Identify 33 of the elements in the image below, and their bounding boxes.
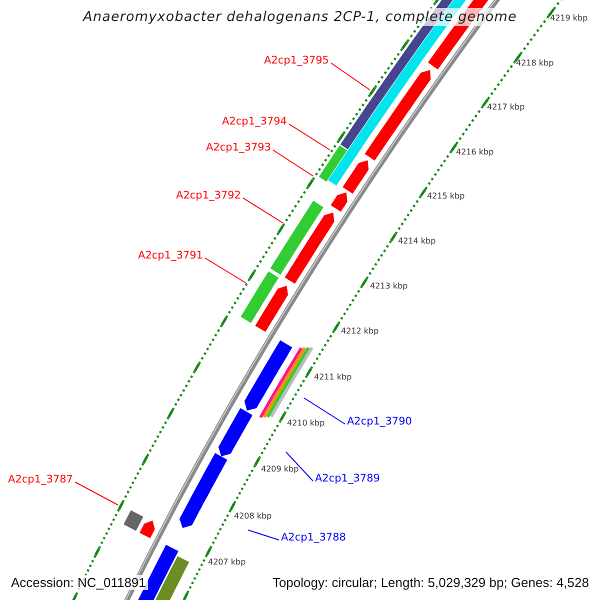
position-label: 4219 kbp	[550, 14, 588, 24]
position-label: 4211 kbp	[314, 374, 352, 382]
leader-line	[74, 482, 118, 506]
position-label: 4208 kbp	[234, 512, 272, 522]
gene-label: A2cp1_3794	[222, 116, 287, 128]
info-text: Accession: NC_011891	[9, 575, 148, 590]
position-label: 4217 kbp	[487, 104, 525, 112]
leader-line	[242, 198, 284, 224]
position-label: 4216 kbp	[456, 148, 494, 158]
position-label: 4218 kbp	[516, 60, 554, 68]
info-text: Topology: circular; Length: 5,029,329 bp; Genes: 4,528	[270, 575, 591, 590]
position-label: 4209 kbp	[261, 466, 299, 474]
position-label: 4207 kbp	[208, 558, 246, 568]
gene-label: A2cp1_3788	[281, 532, 346, 544]
leader-line	[288, 124, 330, 150]
gene-label: A2cp1_3791	[138, 250, 203, 262]
position-label: 4215 kbp	[427, 192, 465, 202]
leader-line	[204, 258, 246, 284]
leader-line	[330, 62, 370, 90]
gene-label: A2cp1_3795	[264, 54, 329, 68]
gene-label: A2cp1_3793	[206, 142, 271, 154]
leader-line	[248, 530, 280, 540]
leader-line	[272, 150, 314, 176]
leader-line	[286, 452, 314, 482]
gene-label: A2cp1_3787	[8, 474, 73, 486]
gene-label: A2cp1_3792	[176, 190, 241, 202]
position-label: 4210 kbp	[287, 420, 325, 428]
gene-label: A2cp1_3789	[315, 472, 380, 486]
gene-label: A2cp1_3790	[347, 416, 412, 428]
leader-line	[304, 398, 346, 424]
position-label: 4212 kbp	[341, 328, 379, 336]
position-label: 4214 kbp	[398, 238, 436, 246]
position-label: 4213 kbp	[370, 282, 408, 292]
